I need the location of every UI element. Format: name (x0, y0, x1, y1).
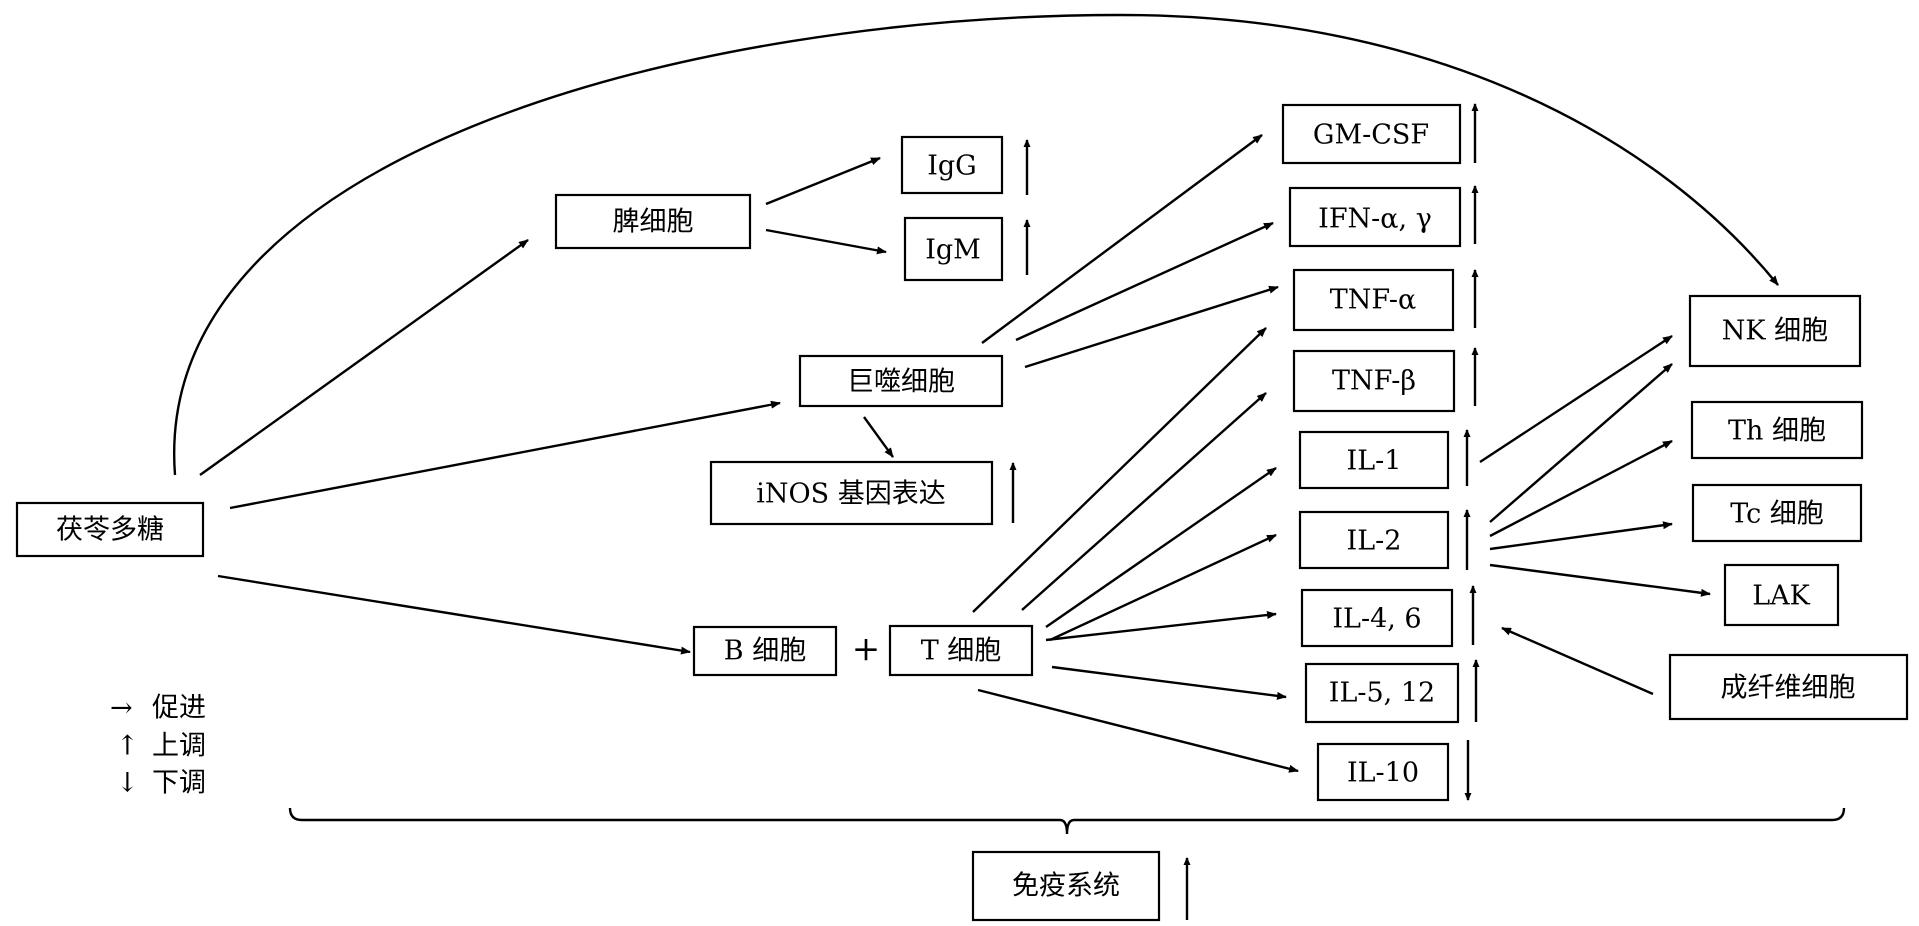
node-tnfa-label: TNF-α (1330, 285, 1417, 316)
legend-label-promote: 促进 (152, 693, 206, 724)
node-il512: IL-5, 12 (1304, 662, 1460, 724)
node-tc: Tc 细胞 (1691, 483, 1863, 543)
edge-macrophage-to-tnfa (1024, 285, 1279, 369)
node-lak-label: LAK (1752, 581, 1810, 612)
edge-il1-to-nk (1479, 334, 1673, 464)
node-il10-label: IL-10 (1347, 758, 1419, 789)
node-spleen: 脾细胞 (554, 193, 752, 250)
node-igm: IgM (903, 216, 1004, 282)
node-ifn-label: IFN-α, γ (1318, 204, 1432, 235)
legend-symbol-promote: → (110, 693, 133, 724)
node-il10: IL-10 (1316, 742, 1450, 802)
node-gmcsf-label: GM-CSF (1313, 120, 1429, 151)
node-tcell-label: T 细胞 (921, 636, 1002, 667)
node-immune-label: 免疫系统 (1012, 871, 1120, 902)
legend-label-down: 下调 (152, 768, 206, 799)
node-tc-label: Tc 细胞 (1730, 499, 1824, 530)
legend-symbol-down: ↓ (116, 768, 139, 799)
node-fibro: 成纤维细胞 (1668, 653, 1909, 721)
node-il512-label: IL-5, 12 (1329, 678, 1435, 709)
plus-sign: + (852, 629, 881, 669)
node-nk: NK 细胞 (1688, 294, 1862, 368)
legend-label-up: 上调 (152, 731, 206, 762)
bracket (288, 807, 1846, 835)
node-ifn: IFN-α, γ (1288, 186, 1462, 248)
node-tnfb: TNF-β (1292, 349, 1456, 413)
edges (199, 134, 1711, 773)
node-igg: IgG (900, 135, 1004, 195)
edge-fibro-to-il46 (1501, 626, 1654, 696)
edge-fuling-to-nk (173, 13, 1779, 476)
node-nk-label: NK 细胞 (1722, 316, 1828, 347)
edge-fuling-to-macrophage (229, 400, 781, 510)
node-il1-label: IL-1 (1347, 446, 1402, 477)
edge-tcell-to-tnfa (972, 327, 1267, 613)
edge-fuling-to-spleen (199, 239, 529, 476)
node-immune: 免疫系统 (971, 850, 1161, 922)
node-spleen-label: 脾细胞 (613, 207, 694, 238)
node-tnfa: TNF-α (1292, 268, 1455, 332)
edge-il2-to-lak (1489, 563, 1711, 597)
node-gmcsf: GM-CSF (1281, 103, 1462, 165)
node-macrophage-label: 巨噬细胞 (847, 367, 955, 398)
edge-il2-to-nk (1489, 363, 1673, 523)
edge-tcell-to-il1 (1045, 467, 1277, 628)
edge-macrophage-to-gmcsf (981, 134, 1263, 344)
node-bcell: B 细胞 (692, 625, 838, 677)
edge-tcell-to-tnfb (1021, 392, 1267, 611)
node-inos: iNOS 基因表达 (709, 460, 994, 526)
node-inos-label: iNOS 基因表达 (756, 479, 945, 510)
edge-tcell-to-il512 (1051, 665, 1287, 700)
node-tnfb-label: TNF-β (1332, 366, 1416, 397)
edge-macrophage-to-inos (863, 416, 894, 458)
node-tcell: T 细胞 (888, 624, 1034, 677)
node-fuling: 茯苓多糖 (15, 501, 205, 558)
edge-tcell-to-il10 (977, 688, 1299, 773)
node-igm-label: IgM (925, 235, 981, 266)
edge-fuling-to-bcell (217, 574, 691, 655)
node-il2-label: IL-2 (1347, 526, 1402, 557)
node-th-label: Th 细胞 (1728, 416, 1826, 447)
edge-spleen-to-igg (765, 156, 881, 206)
edge-macrophage-to-ifn (1015, 221, 1274, 342)
edge-tcell-to-il46 (1045, 611, 1277, 642)
node-lak: LAK (1723, 563, 1840, 627)
node-il46: IL-4, 6 (1300, 588, 1454, 648)
edge-il2-to-th (1489, 439, 1673, 538)
edge-il2-to-tc (1489, 521, 1673, 551)
node-macrophage: 巨噬细胞 (798, 354, 1004, 408)
regulation-indicators (1009, 103, 1480, 920)
node-il2: IL-2 (1298, 510, 1450, 570)
node-il46-label: IL-4, 6 (1332, 604, 1421, 635)
node-bcell-label: B 细胞 (724, 636, 806, 667)
node-fibro-label: 成纤维细胞 (1721, 673, 1856, 704)
node-il1: IL-1 (1298, 430, 1450, 490)
edge-tcell-to-il2 (1049, 533, 1277, 642)
node-th: Th 细胞 (1690, 400, 1864, 460)
legend: → 促进 ↑ 上调 ↓ 下调 (110, 693, 206, 799)
legend-symbol-up: ↑ (116, 731, 139, 762)
edge-spleen-to-igm (765, 228, 887, 255)
node-igg-label: IgG (927, 151, 977, 182)
node-fuling-label: 茯苓多糖 (56, 515, 164, 546)
